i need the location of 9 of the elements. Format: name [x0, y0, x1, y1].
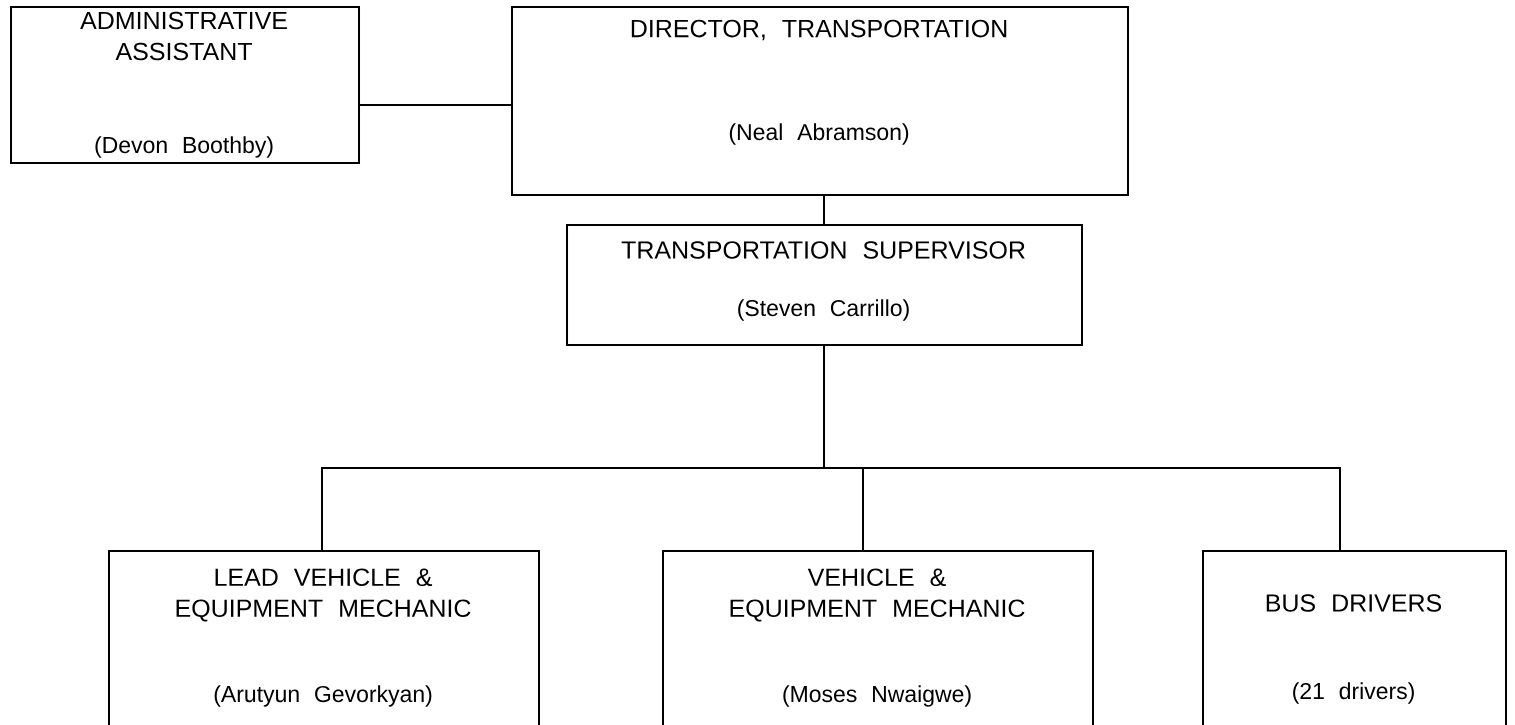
position-box: ADMINISTRATIVE ASSISTANT (Devon Boothby) — [10, 6, 360, 164]
connector-line — [823, 345, 1341, 551]
position-box: BUS DRIVERS (21 drivers) — [1202, 550, 1507, 725]
position-box: DIRECTOR, TRANSPORTATION (Neal Abramson) — [511, 6, 1129, 196]
position-box: TRANSPORTATION SUPERVISOR (Steven Carrillo) — [566, 224, 1083, 346]
connector-line — [359, 104, 512, 106]
position-box: LEAD VEHICLE & EQUIPMENT MECHANIC (Arutyun Gevorkyan) — [108, 550, 540, 725]
position-box: VEHICLE & EQUIPMENT MECHANIC (Moses Nwaigwe) — [662, 550, 1094, 725]
connector-line — [823, 195, 825, 225]
